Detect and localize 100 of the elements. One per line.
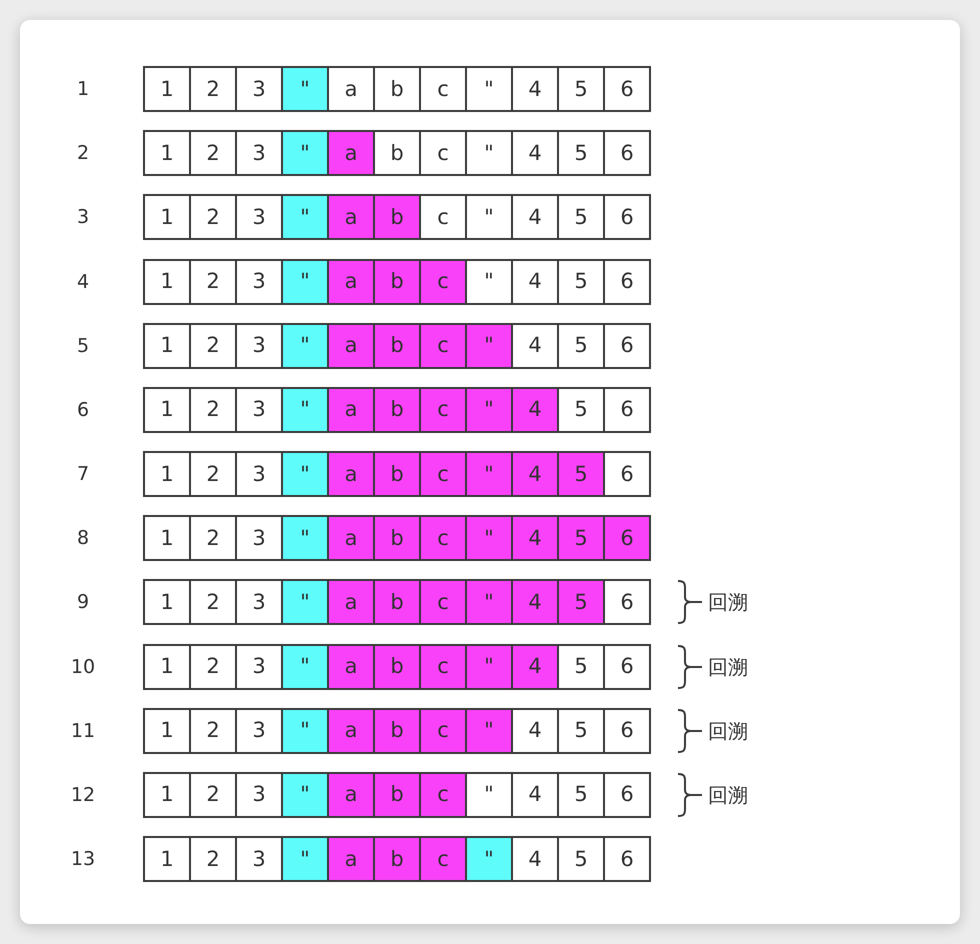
array-cell: b <box>373 708 421 754</box>
array-cell: 2 <box>189 579 237 626</box>
array-cell: 3 <box>235 772 283 818</box>
array-cell: " <box>281 836 329 882</box>
array-cell: 4 <box>511 836 559 882</box>
array-cell: 4 <box>511 644 559 690</box>
array-cell: 3 <box>235 194 283 240</box>
array-cell: " <box>281 386 329 433</box>
array-cell: a <box>327 194 375 240</box>
array-cell: 2 <box>189 708 237 754</box>
array-cell: " <box>465 258 513 304</box>
array-cell: " <box>465 66 513 112</box>
array-cell: 2 <box>189 451 237 497</box>
brace-label: 回溯 <box>708 590 748 614</box>
array-cell: 6 <box>603 194 651 240</box>
array-cell: 5 <box>557 579 605 626</box>
array-cell: " <box>281 515 329 562</box>
row-number: 11 <box>70 718 96 743</box>
array-cell: c <box>419 515 467 562</box>
array-cell: a <box>327 66 375 112</box>
array-cell: " <box>281 130 329 176</box>
array-cell: 5 <box>557 836 605 882</box>
array-cell: c <box>419 258 467 304</box>
array-cell: " <box>465 708 513 754</box>
array-cell: 1 <box>143 258 191 304</box>
row-number: 5 <box>77 334 90 358</box>
array-cell: 6 <box>603 708 651 754</box>
array-cell: 5 <box>557 130 605 176</box>
array-cell: 1 <box>143 836 191 882</box>
array-cell: a <box>327 515 375 562</box>
array-cell: 4 <box>511 66 559 112</box>
row-number: 7 <box>77 462 90 486</box>
array-cell: 1 <box>143 130 191 176</box>
array-cell: 3 <box>235 130 283 176</box>
array-cell: 2 <box>189 772 237 818</box>
array-cell: 3 <box>235 66 283 112</box>
array-cell: b <box>373 386 421 433</box>
row-number: 9 <box>77 590 90 614</box>
array-cell: 1 <box>143 322 191 369</box>
array-cell: 2 <box>189 194 237 240</box>
array-cell: c <box>419 708 467 754</box>
array-cell: c <box>419 66 467 112</box>
array-cell: 2 <box>189 386 237 433</box>
array-cell: 5 <box>557 322 605 369</box>
array-cell: a <box>327 772 375 818</box>
array-cell: 5 <box>557 451 605 497</box>
array-cell: 2 <box>189 322 237 369</box>
array-cell: c <box>419 322 467 369</box>
array-cell: b <box>373 644 421 690</box>
array-cell: " <box>465 644 513 690</box>
array-cell: 5 <box>557 644 605 690</box>
array-cell: 4 <box>511 194 559 240</box>
array-cell: 2 <box>189 515 237 562</box>
array-cell: 5 <box>557 66 605 112</box>
array-cell: " <box>465 386 513 433</box>
array-cell: 4 <box>511 579 559 626</box>
array-cell: 5 <box>557 194 605 240</box>
brace-label: 回溯 <box>708 718 748 743</box>
array-cell: " <box>465 194 513 240</box>
array-cell: " <box>281 66 329 112</box>
array-cell: b <box>373 515 421 562</box>
array-cell: 2 <box>189 130 237 176</box>
array-cell: 6 <box>603 130 651 176</box>
array-cell: " <box>281 194 329 240</box>
array-cell: " <box>281 258 329 304</box>
array-cell: " <box>465 451 513 497</box>
brace-label: 回溯 <box>708 782 748 807</box>
array-cell: c <box>419 451 467 497</box>
array-cell: c <box>419 836 467 882</box>
array-cell: a <box>327 386 375 433</box>
array-cell: " <box>465 579 513 626</box>
array-cell: 1 <box>143 451 191 497</box>
array-cell: 3 <box>235 451 283 497</box>
row-number: 1 <box>77 77 90 101</box>
array-cell: 6 <box>603 579 651 626</box>
row-number: 2 <box>77 141 90 166</box>
array-cell: 3 <box>235 386 283 433</box>
array-cell: c <box>419 386 467 433</box>
array-cell: 1 <box>143 772 191 818</box>
array-cell: 4 <box>511 386 559 433</box>
array-cell: 6 <box>603 322 651 369</box>
array-cell: 6 <box>603 836 651 882</box>
array-cell: 1 <box>143 644 191 690</box>
array-cell: b <box>373 579 421 626</box>
array-cell: " <box>281 708 329 754</box>
array-cell: a <box>327 579 375 626</box>
array-cell: " <box>281 772 329 818</box>
array-cell: 6 <box>603 515 651 562</box>
array-cell: 3 <box>235 644 283 690</box>
array-cell: 3 <box>235 579 283 626</box>
array-cell: a <box>327 451 375 497</box>
array-cell: b <box>373 130 421 176</box>
array-cell: 2 <box>189 644 237 690</box>
array-cell: 1 <box>143 194 191 240</box>
row-number: 8 <box>77 526 90 550</box>
array-cell: a <box>327 708 375 754</box>
array-cell: b <box>373 258 421 304</box>
array-cell: 5 <box>557 515 605 562</box>
array-cell: b <box>373 194 421 240</box>
array-cell: " <box>465 772 513 818</box>
